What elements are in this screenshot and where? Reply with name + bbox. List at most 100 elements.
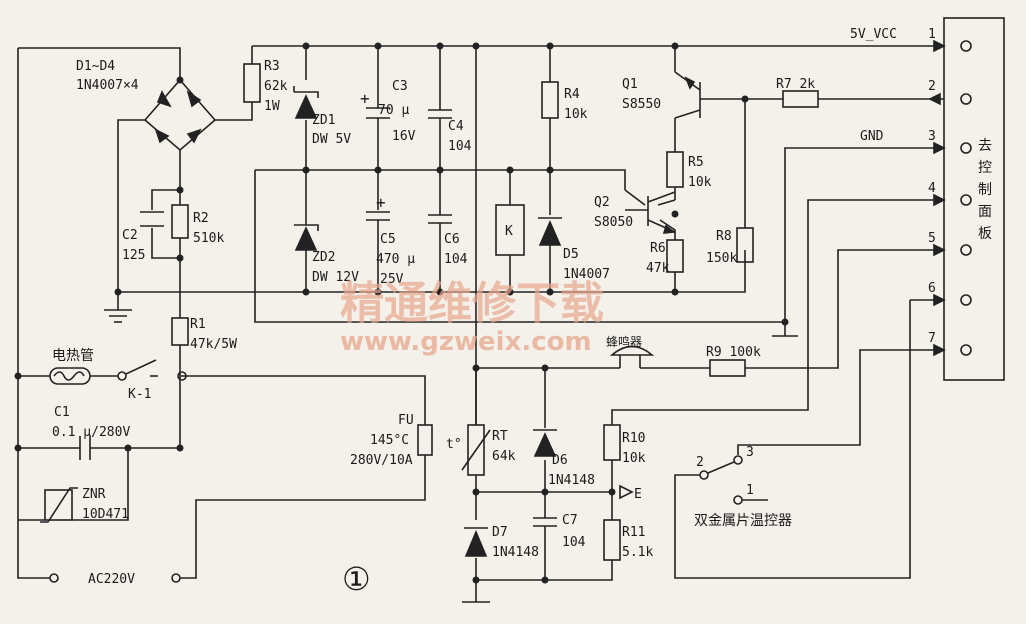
r6-label: R6 [650,241,666,256]
c3-capacitor-symbol: + [360,89,390,119]
q2-value: S8050 [594,215,633,230]
znr-label: ZNR [82,487,106,502]
d7-label: D7 [492,525,508,540]
r6-resistor [666,239,684,273]
fu-temp: 145°C [370,433,409,448]
r11-label: R11 [622,525,645,540]
panel-pin-6-label: 6 [928,281,936,296]
bimetal-thermostat-symbol [699,455,768,505]
watermark-url: www.gzweix.com [340,327,592,357]
bridge-rectifier-symbol [143,78,217,152]
panel-pin-4-terminal [960,194,972,206]
r4-label: R4 [564,87,580,102]
r6-value: 47k [646,261,670,276]
relay-label: K [505,224,513,239]
zd2-zener-symbol [294,224,319,251]
d7-value: 1N4148 [492,545,539,560]
r7-resistor [782,90,819,108]
r1-label: R1 [190,317,206,332]
r3-resistor [243,63,261,103]
r10-resistor [603,424,621,461]
r1-value: 47k/5W [190,337,237,352]
q1-transistor-symbol [674,71,701,119]
r3-power: 1W [264,99,280,114]
r7-label: R7 2k [776,77,815,92]
svg-text:+: + [376,193,386,212]
c7-label: C7 [562,513,578,528]
ac-terminal-right [171,573,181,583]
znr-varistor-symbol [40,487,78,523]
c7-value: 104 [562,535,586,550]
r3-value: 62k [264,79,288,94]
rt-thermistor-symbol [461,424,491,476]
c3-label: C3 [392,79,408,94]
c2-label: C2 [122,228,138,243]
c5-capacitor-symbol: + [366,193,390,221]
c1-label: C1 [54,405,70,420]
c4-label: C4 [448,119,464,134]
gnd-net-label: GND [860,129,884,144]
panel-pin-3-label: 3 [928,129,936,144]
c3-voltage: 16V [392,129,416,144]
panel-label-char-1: 去 [978,138,992,154]
r10-value: 10k [622,451,646,466]
c5-voltage: 25V [380,272,404,287]
r9-resistor [709,359,746,377]
c3-value: 70 μ [378,103,409,118]
znr-value: 10D471 [82,507,129,522]
r4-value: 10k [564,107,588,122]
panel-pin-2-label: 2 [928,79,936,94]
buzzer-label: 蜂鸣器 [606,334,642,349]
c1-capacitor-symbol [79,436,91,460]
vcc-net-label: 5V_VCC [850,27,897,42]
zd1-zener-symbol [293,86,319,119]
bridge-value: 1N4007×4 [76,78,139,93]
r8-value: 150k [706,251,737,266]
panel-pin-7-label: 7 [928,331,936,346]
panel-pin-1-label: 1 [928,27,936,42]
d6-value: 1N4148 [548,473,595,488]
fu-label: FU [398,413,414,428]
k1-label: K-1 [128,387,151,402]
ground-symbol-left [104,309,132,323]
wiring [17,45,944,602]
c4-value: 104 [448,139,472,154]
ac-terminal-left [49,573,59,583]
q1-value: S8550 [622,97,661,112]
panel-pin-7-terminal [960,344,972,356]
c6-label: C6 [444,232,460,247]
panel-pin-4-label: 4 [928,181,936,196]
panel-label-char-2: 控 [978,160,992,176]
svg-text:+: + [360,89,370,108]
relay-coil [495,204,525,256]
test-point-e-marker [619,484,634,500]
c6-capacitor-symbol [428,214,452,224]
rt-value: 64k [492,449,516,464]
bimetal-pin-3: 3 [746,445,754,460]
zd2-value: DW 12V [312,270,359,285]
panel-pin-6-terminal [960,294,972,306]
fu-rating: 280V/10A [350,453,413,468]
r5-label: R5 [688,155,704,170]
ac-label: AC220V [88,572,135,587]
d7-diode-symbol [464,527,488,557]
r3-label: R3 [264,59,280,74]
r5-value: 10k [688,175,712,190]
panel-label-char-3: 制 [978,182,992,198]
r9-label: R9 100k [706,345,761,360]
d5-label: D5 [563,247,579,262]
r5-resistor [666,151,684,188]
panel-label-char-5: 板 [978,226,992,242]
r8-label: R8 [716,229,732,244]
panel-pin-5-label: 5 [928,231,936,246]
r11-resistor [603,519,621,561]
bimetal-label: 双金属片温控器 [694,513,792,529]
c5-value: 470 μ [376,252,415,267]
d6-label: D6 [552,453,568,468]
c4-capacitor-symbol [428,109,452,119]
c1-value: 0.1 μ/280V [52,425,130,440]
rt-symbol: t° [446,437,462,452]
test-point-e-label: E [634,487,642,502]
